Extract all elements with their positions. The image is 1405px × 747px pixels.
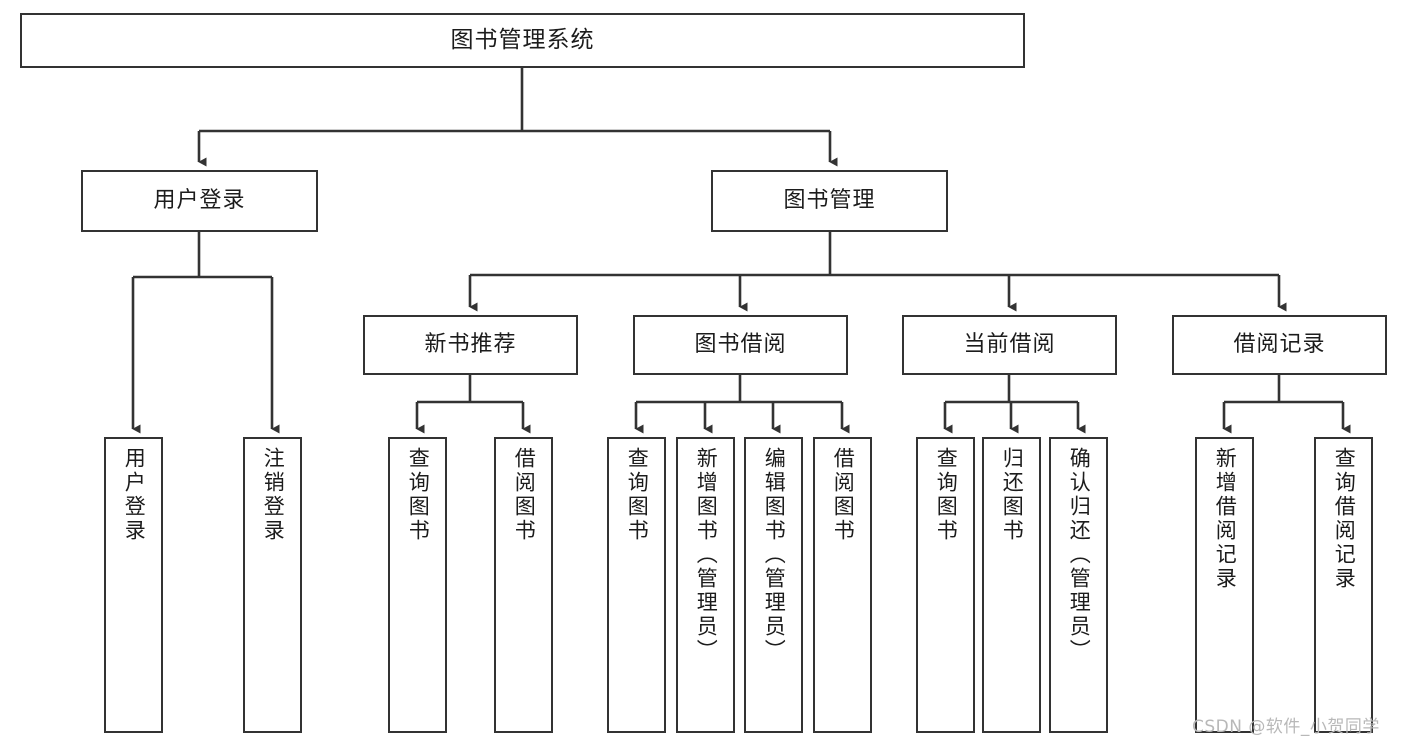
node-borrow-record[interactable]: 借阅记录 (1172, 315, 1387, 375)
node-leaf-borrow-book-1[interactable]: 借阅图书 (494, 437, 553, 733)
node-leaf-add-record[interactable]: 新增借阅记录 (1195, 437, 1254, 733)
node-leaf-logout-login[interactable]: 注销登录 (243, 437, 302, 733)
node-leaf-user-login[interactable]: 用户登录 (104, 437, 163, 733)
node-leaf-query-book-2[interactable]: 查询图书 (607, 437, 666, 733)
node-label: 图书管理 (783, 187, 876, 213)
node-label: 图书管理系统 (450, 26, 595, 53)
node-label: 图书借阅 (694, 331, 787, 357)
node-label: 确认归还（管理员） (1067, 447, 1092, 663)
node-label: 借阅记录 (1233, 331, 1326, 357)
node-leaf-edit-book[interactable]: 编辑图书（管理员） (744, 437, 803, 733)
node-label: 借阅图书 (831, 447, 856, 543)
node-label: 归还图书 (1000, 447, 1025, 543)
node-book-borrow[interactable]: 图书借阅 (633, 315, 848, 375)
node-label: 用户登录 (153, 187, 246, 213)
node-new-book-recommend[interactable]: 新书推荐 (363, 315, 578, 375)
csdn-watermark: CSDN @软件_小贺同学 (1192, 717, 1380, 737)
node-label: 编辑图书（管理员） (762, 447, 787, 663)
node-label: 新书推荐 (424, 331, 517, 357)
node-book-management[interactable]: 图书管理 (711, 170, 948, 232)
node-label: 新增图书（管理员） (694, 447, 719, 663)
node-leaf-return-book[interactable]: 归还图书 (982, 437, 1041, 733)
node-label: 注销登录 (261, 447, 286, 543)
node-label: 用户登录 (122, 447, 147, 543)
node-label: 查询图书 (934, 447, 959, 543)
node-leaf-confirm-return[interactable]: 确认归还（管理员） (1049, 437, 1108, 733)
node-leaf-add-book[interactable]: 新增图书（管理员） (676, 437, 735, 733)
node-label: 查询图书 (625, 447, 650, 543)
node-label: 当前借阅 (963, 331, 1056, 357)
node-current-borrow[interactable]: 当前借阅 (902, 315, 1117, 375)
node-root-system[interactable]: 图书管理系统 (20, 13, 1025, 68)
node-label: 新增借阅记录 (1213, 447, 1238, 591)
node-leaf-query-book-1[interactable]: 查询图书 (388, 437, 447, 733)
node-user-login[interactable]: 用户登录 (81, 170, 318, 232)
node-label: 查询借阅记录 (1332, 447, 1357, 591)
node-leaf-query-record[interactable]: 查询借阅记录 (1314, 437, 1373, 733)
node-leaf-query-book-3[interactable]: 查询图书 (916, 437, 975, 733)
node-leaf-borrow-book-2[interactable]: 借阅图书 (813, 437, 872, 733)
node-label: 借阅图书 (512, 447, 537, 543)
node-label: 查询图书 (406, 447, 431, 543)
